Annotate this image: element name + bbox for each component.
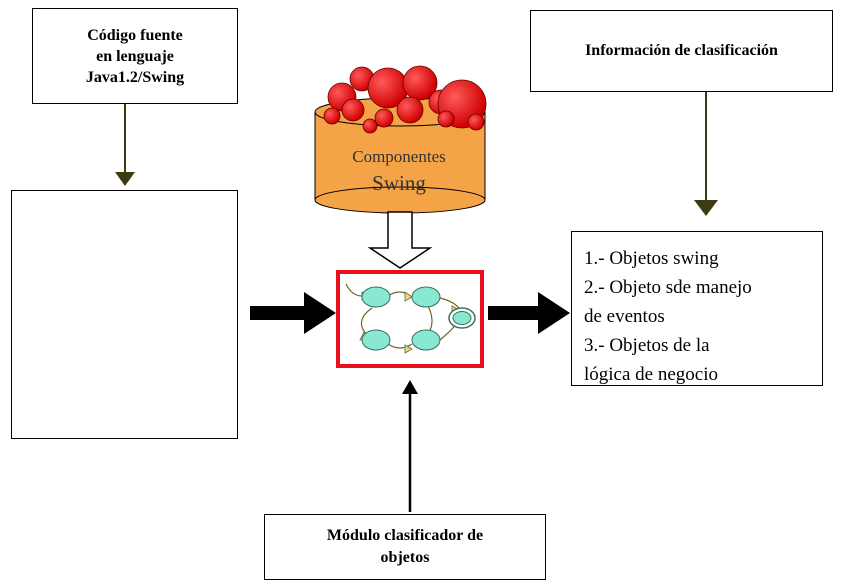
classification-info-box: Información de clasificación: [530, 10, 833, 92]
arrow-classifier-to-list: [488, 292, 570, 334]
classification-info-title: Información de clasificación: [585, 42, 778, 59]
classification-list-box: 1.- Objetos swing 2.- Objeto sde manejo …: [571, 231, 823, 386]
module-line-1: Módulo clasificador de: [326, 527, 484, 544]
source-line-1: Código fuente: [87, 26, 183, 44]
source-line-3: Java1.2/Swing: [85, 68, 185, 86]
list-line-4: 3.- Objetos de la: [584, 335, 710, 356]
classifier-state-machine: [336, 270, 484, 368]
arrow-module-to-classifier: [402, 380, 418, 512]
swing-components-balls: [323, 65, 487, 134]
arrow-info-to-list: [694, 92, 718, 216]
arrow-cylinder-to-classifier: [367, 211, 433, 269]
list-line-5: lógica de negocio: [584, 364, 719, 385]
list-line-3: de eventos: [584, 306, 665, 327]
list-line-2: 2.- Objeto sde manejo: [584, 277, 752, 298]
arrow-source-to-code: [115, 104, 135, 186]
arrow-code-to-classifier: [250, 292, 336, 334]
classifier-module-box: Módulo clasificador de objetos: [264, 514, 546, 580]
source-line-2: en lenguaje: [96, 47, 174, 65]
source-code-box: Código fuente en lenguaje Java1.2/Swing: [32, 8, 238, 104]
swing-components-label: Componentes Swing: [324, 144, 474, 196]
swing-label-line-2: Swing: [372, 171, 426, 195]
swing-label-line-1: Componentes: [352, 147, 446, 166]
code-panel: [11, 190, 238, 439]
module-line-2: objetos: [380, 549, 430, 566]
list-line-1: 1.- Objetos swing: [584, 248, 719, 269]
